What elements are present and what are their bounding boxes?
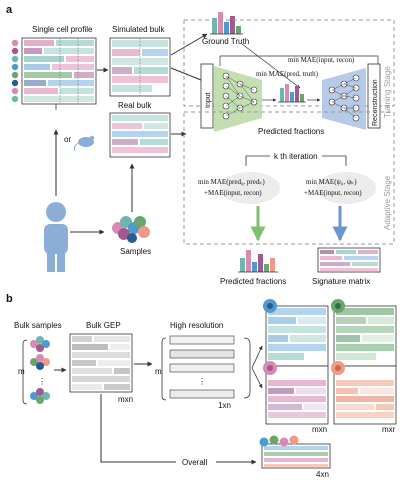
- single-cell-cell-dots: [11, 39, 19, 103]
- bulk-sample-cluster-1: [30, 336, 50, 352]
- or-label: or: [64, 135, 71, 144]
- signature-matrix-label: Signature matrix: [312, 277, 370, 286]
- left-loss-ellipse: [220, 172, 280, 204]
- cell-type-matrix-4: [331, 361, 397, 425]
- one-xn-label: 1xn: [218, 401, 231, 410]
- loss-pred-text: min MAE(pred, truth): [256, 70, 319, 78]
- training-stage-label: Training Stage: [383, 66, 392, 118]
- arrow-to-matrices-bottom: [251, 367, 263, 389]
- right-loss-line2: +MAE(input, recon): [304, 189, 362, 197]
- bulk-gep-label: Bulk GEP: [86, 321, 121, 330]
- arrow-to-matrices-top: [251, 345, 263, 369]
- arrow-truth-to-pred: [241, 43, 301, 89]
- arrow-simulated-to-input: [170, 67, 207, 83]
- bulk-samples-label: Bulk samples: [14, 321, 62, 330]
- high-resolution-label: High resolution: [170, 321, 223, 330]
- right-loss-line1: min MAE(ψ₀, ψₖ): [306, 178, 357, 186]
- decoder-network: [322, 68, 366, 130]
- ground-truth-bar-icon: [210, 12, 243, 35]
- adaptive-stage-box: [183, 111, 395, 245]
- adaptive-stage-label: Adaptive Stage: [383, 175, 392, 230]
- panel-a-label: a: [6, 4, 13, 16]
- high-res-row-vectors: [169, 335, 235, 399]
- cell-type-matrix-3: [263, 361, 329, 425]
- single-cell-matrix: [21, 37, 97, 105]
- cell-type-matrix-2: [331, 299, 397, 367]
- real-bulk-label: Real bulk: [118, 101, 152, 110]
- loss-recon-text: min MAE(input, recon): [288, 56, 355, 64]
- m-label-right: m: [155, 367, 162, 376]
- high-res-right-brace: [243, 337, 251, 399]
- high-res-ellipsis: ⋮: [198, 377, 206, 386]
- bulk-sample-cluster-2: [30, 354, 50, 370]
- simulated-bulk-label: Simulated bulk: [112, 25, 165, 34]
- signature-matrix-grid: [317, 247, 381, 273]
- predicted-fractions-mid-icon: [278, 84, 306, 103]
- input-bar: [200, 63, 214, 129]
- kth-iteration-label: k th iteration: [274, 152, 318, 161]
- mxn-gep-label: mxn: [118, 395, 133, 404]
- bulk-gep-matrix: [69, 333, 133, 393]
- arrow-simulated-to-ground-truth: [170, 33, 208, 56]
- high-res-brace: [161, 337, 167, 401]
- predicted-fractions-out-label: Predicted fractions: [220, 277, 286, 286]
- person-icon: [44, 202, 68, 272]
- ground-truth-label: Ground Truth: [202, 37, 249, 46]
- left-loss-line1: min MAE(pred₀, predₖ): [198, 178, 265, 186]
- cell-type-matrix-1: [263, 299, 329, 367]
- bulk-samples-brace: [22, 339, 28, 405]
- overall-label-bg: [176, 456, 216, 467]
- left-loss-line2: +MAE(input, recon): [204, 189, 262, 197]
- four-xn-label: 4xn: [316, 470, 329, 479]
- simulated-bulk-matrix: [109, 37, 171, 97]
- mxn-matrix-4-label: mxr: [382, 425, 396, 434]
- right-loss-ellipse: [316, 172, 376, 204]
- overall-label: Overall: [182, 458, 208, 467]
- bulk-sample-cluster-3: [30, 388, 50, 404]
- bulk-samples-ellipsis: ⋮: [38, 377, 46, 386]
- reconstruction-label: Reconstruction: [372, 79, 379, 126]
- mouse-icon: [73, 135, 95, 152]
- single-cell-profile-label: Single cell profile: [32, 25, 93, 34]
- kth-iteration-bg: [270, 150, 322, 161]
- encoder-network: [214, 66, 262, 132]
- real-bulk-matrix: [109, 112, 171, 158]
- arrow-gep-to-overall: [100, 394, 257, 465]
- input-label: Input: [205, 92, 212, 108]
- mxn-matrix-3-label: mxn: [312, 425, 327, 434]
- predicted-fractions-mid-label: Predicted fractions: [258, 127, 324, 136]
- training-stage-box: [183, 19, 395, 107]
- predicted-fractions-out-icon: [238, 250, 278, 273]
- overall-matrix: [259, 435, 331, 469]
- samples-label: Samples: [120, 247, 151, 256]
- recon-loss-bracket: [219, 55, 379, 66]
- panel-b-label: b: [6, 293, 13, 305]
- samples-cluster-icon: [112, 216, 150, 243]
- m-label-left: m: [18, 367, 25, 376]
